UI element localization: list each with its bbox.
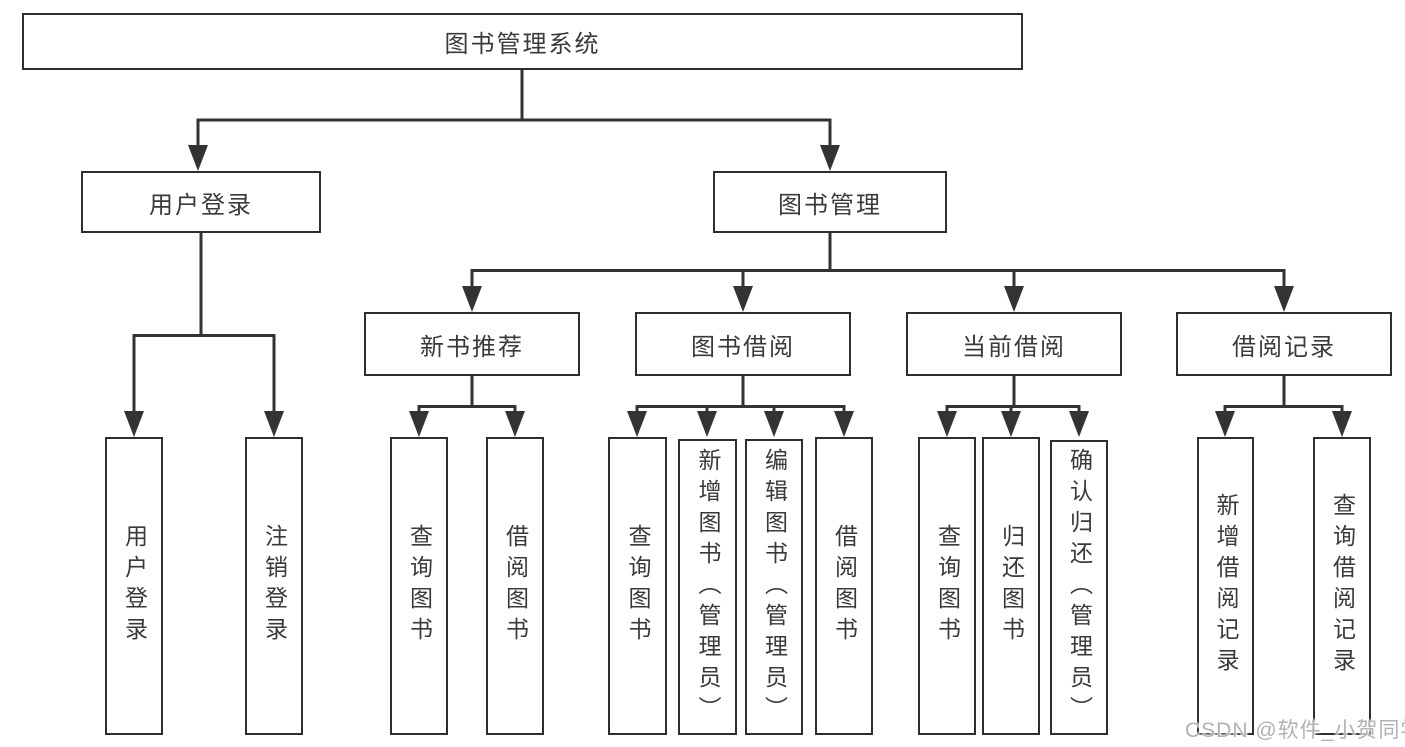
node-label: 用户登录 — [121, 524, 148, 648]
node-label: 借阅图书 — [831, 524, 858, 648]
leaf-add-books-admin: 新增图书（管理员） — [678, 439, 737, 735]
node-label: 注销登录 — [261, 524, 288, 648]
node-label: 图书管理系统 — [444, 31, 601, 58]
node-library-management-system: 图书管理系统 — [22, 13, 1023, 70]
leaf-query-books-current: 查询图书 — [918, 437, 976, 735]
arrowhead-icons — [124, 145, 1352, 437]
node-label: 查询借阅记录 — [1329, 493, 1356, 679]
leaf-borrow-books: 借阅图书 — [815, 437, 873, 735]
node-book-management: 图书管理 — [713, 171, 947, 233]
node-label: 新增图书（管理员） — [695, 447, 721, 727]
node-label: 借阅记录 — [1232, 333, 1336, 361]
node-label: 查询图书 — [406, 524, 433, 648]
node-label: 图书管理 — [778, 191, 882, 219]
node-label: 新增借阅记录 — [1213, 493, 1239, 679]
node-book-borrowing: 图书借阅 — [635, 312, 851, 376]
node-borrowing-records: 借阅记录 — [1176, 312, 1392, 376]
node-user-login: 用户登录 — [81, 171, 321, 233]
leaf-query-books-borrowing: 查询图书 — [608, 437, 667, 735]
node-label: 图书借阅 — [691, 333, 795, 361]
node-current-borrowing: 当前借阅 — [906, 312, 1122, 376]
node-label: 新书推荐 — [420, 333, 524, 361]
node-label: 用户登录 — [149, 191, 253, 219]
node-label: 编辑图书（管理员） — [761, 447, 788, 727]
leaf-logout: 注销登录 — [245, 437, 303, 735]
node-label: 查询图书 — [934, 524, 961, 648]
node-label: 查询图书 — [625, 524, 651, 648]
leaf-return-books: 归还图书 — [982, 437, 1040, 735]
node-new-book-recommendation: 新书推荐 — [364, 312, 580, 376]
leaf-add-borrowing-record: 新增借阅记录 — [1197, 437, 1254, 735]
node-label: 当前借阅 — [962, 333, 1066, 361]
leaf-edit-books-admin: 编辑图书（管理员） — [745, 439, 803, 735]
node-label: 借阅图书 — [502, 524, 529, 648]
node-label: 确认归还（管理员） — [1066, 448, 1093, 727]
leaf-query-books-recommend: 查询图书 — [390, 437, 448, 735]
leaf-query-borrowing-record: 查询借阅记录 — [1313, 437, 1371, 735]
csdn-watermark: CSDN @软件_小贺同学 — [1185, 719, 1405, 742]
leaf-confirm-return-admin: 确认归还（管理员） — [1050, 440, 1108, 735]
node-label: 归还图书 — [998, 524, 1025, 648]
leaf-borrow-books-recommend: 借阅图书 — [486, 437, 544, 735]
leaf-user-login: 用户登录 — [105, 437, 163, 735]
